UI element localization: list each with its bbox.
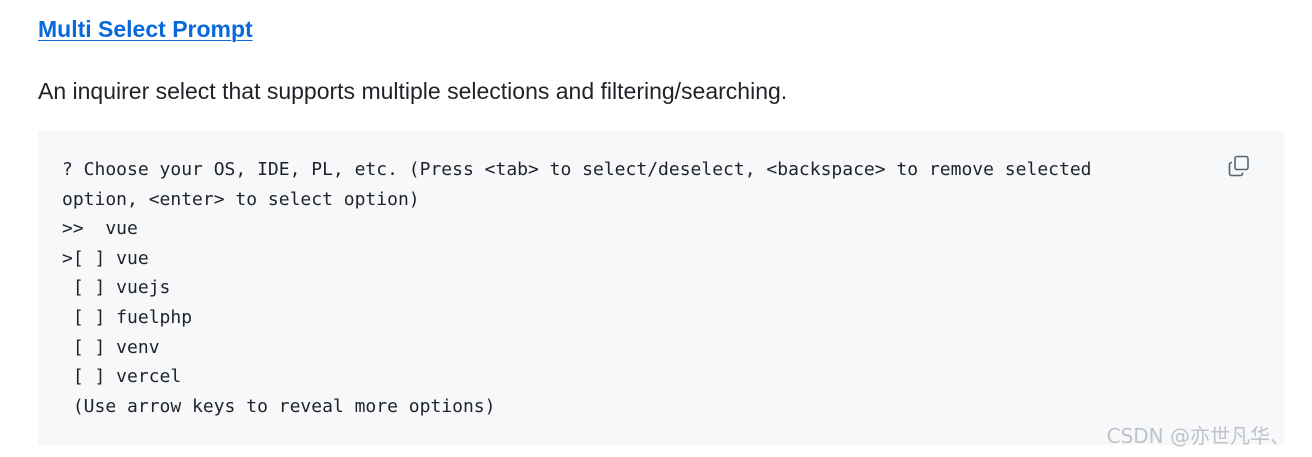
watermark: CSDN @亦世凡华、 [1106,424,1290,448]
copy-button[interactable] [1224,151,1254,181]
section-title-link[interactable]: Multi Select Prompt [38,16,253,42]
code-line: option, <enter> to select option) [62,188,420,210]
code-line: [ ] vuejs [62,277,171,299]
code-line: >[ ] vue [62,247,149,269]
code-line: [ ] fuelphp [62,306,193,328]
code-content: ? Choose your OS, IDE, PL, etc. (Press <… [62,155,1092,421]
copy-icon [1228,155,1249,177]
code-line: >> vue [62,218,138,240]
code-block: ? Choose your OS, IDE, PL, etc. (Press <… [38,131,1284,445]
section-description: An inquirer select that supports multipl… [38,78,788,104]
code-line: [ ] venv [62,336,160,358]
code-line: (Use arrow keys to reveal more options) [62,395,496,417]
code-line: ? Choose your OS, IDE, PL, etc. (Press <… [62,159,1092,180]
code-line: [ ] vercel [62,366,182,388]
